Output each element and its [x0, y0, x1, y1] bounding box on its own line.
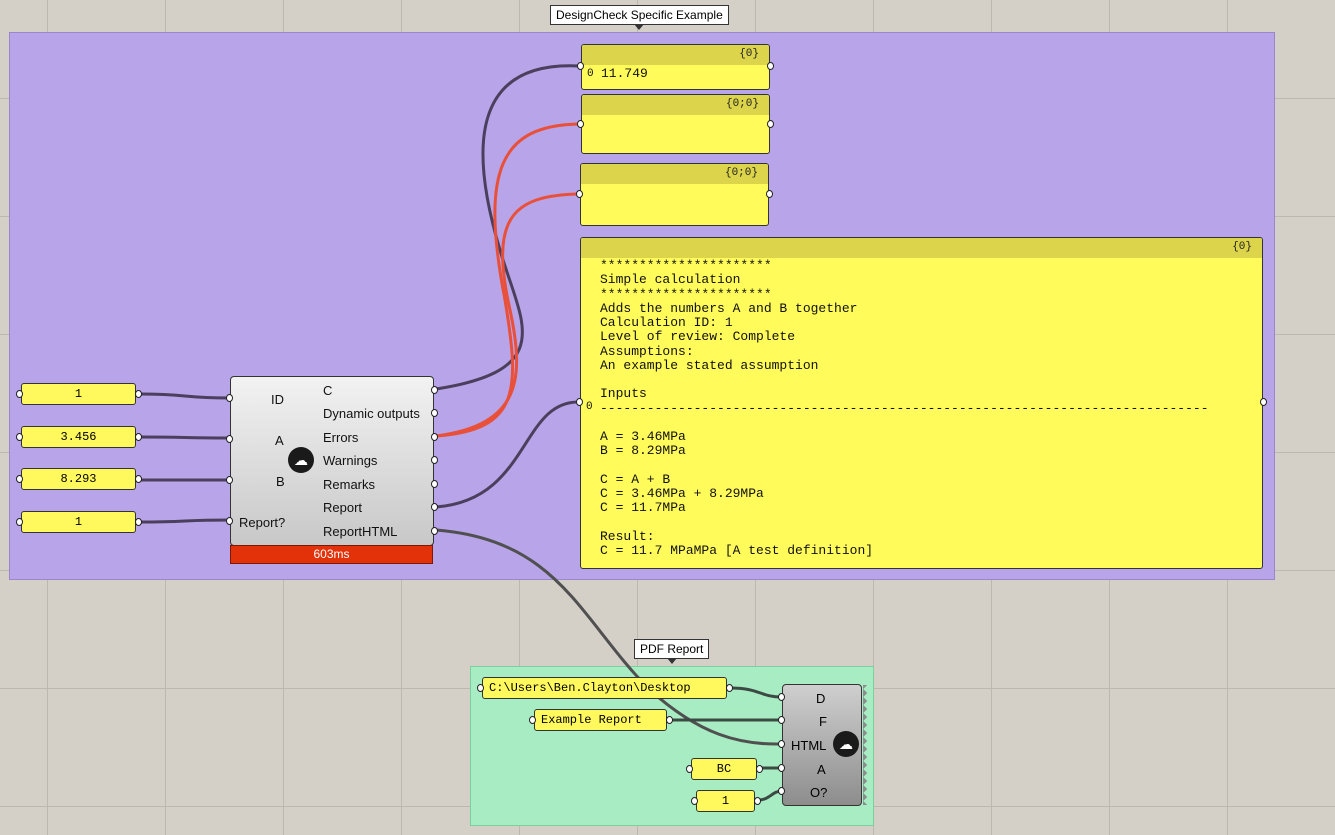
input-filename-grip[interactable] — [529, 716, 536, 724]
pdf-grip-html[interactable] — [778, 740, 785, 748]
wire-errors-2 — [434, 192, 582, 438]
group-title-pdf-report[interactable]: PDF Report — [634, 639, 710, 664]
wire-a — [138, 435, 232, 440]
input-b[interactable]: 8.293 — [21, 468, 136, 490]
panel-errors-input-grip[interactable] — [577, 120, 584, 128]
panel-c-path: {0} — [582, 45, 769, 65]
component-grip-report[interactable] — [226, 517, 233, 525]
panel-report-text: ********************** Simple calculatio… — [600, 258, 1209, 558]
input-author-grip[interactable] — [686, 765, 693, 773]
input-open-output-grip[interactable] — [754, 797, 761, 805]
component-grip-warnings[interactable] — [431, 456, 438, 464]
component-grip-reporthtml[interactable] — [431, 527, 438, 535]
component-input-b: B — [276, 474, 285, 489]
component-grip-a[interactable] — [226, 435, 233, 443]
input-author-output-grip[interactable] — [756, 765, 763, 773]
wire-errors-1 — [434, 122, 582, 438]
panel-errors[interactable]: {0;0} — [581, 94, 770, 154]
panel-warnings-output-grip[interactable] — [766, 190, 773, 198]
component-output-errors: Errors — [323, 430, 359, 445]
panel-errors-path: {0;0} — [582, 95, 769, 115]
wire-id — [138, 392, 232, 400]
panel-errors-output-grip[interactable] — [767, 120, 774, 128]
panel-c-output-grip[interactable] — [767, 62, 774, 70]
component-output-reporthtml: ReportHTML — [323, 524, 398, 539]
input-directory-output-grip[interactable] — [726, 684, 733, 692]
calculation-component[interactable]: ID A B Report? ☁ C Dynamic outputs Error… — [230, 376, 434, 546]
component-grip-report-out[interactable] — [431, 503, 438, 511]
input-id[interactable]: 1 — [21, 383, 136, 405]
component-grip-remarks[interactable] — [431, 480, 438, 488]
panel-warnings-path: {0;0} — [581, 164, 768, 184]
wire-c-output — [434, 64, 582, 391]
wire-reporthtml — [434, 528, 784, 746]
group-title-designcheck[interactable]: DesignCheck Specific Example — [550, 5, 729, 30]
panel-c[interactable]: {0} 0 11.749 — [581, 44, 770, 90]
component-grip-id[interactable] — [226, 394, 233, 402]
panel-c-value: 11.749 — [601, 66, 648, 81]
panel-warnings-input-grip[interactable] — [576, 190, 583, 198]
pdf-input-open: O? — [810, 785, 828, 800]
wire-report-output — [434, 400, 582, 509]
pdf-input-a: A — [817, 762, 826, 777]
component-grip-dynamic[interactable] — [431, 409, 438, 417]
pdf-input-html: HTML — [791, 738, 827, 753]
component-grip-errors[interactable] — [431, 433, 438, 441]
component-output-dynamic: Dynamic outputs — [323, 406, 420, 421]
cloud-icon: ☁ — [833, 731, 859, 757]
input-open-grip[interactable] — [691, 797, 698, 805]
input-report-grip[interactable] — [16, 518, 23, 526]
input-directory[interactable]: C:\Users\Ben.Clayton\Desktop — [482, 677, 727, 699]
pdf-component-zigzag-edge — [859, 685, 867, 805]
input-a[interactable]: 3.456 — [21, 426, 136, 448]
input-author[interactable]: BC — [691, 758, 757, 780]
input-a-grip[interactable] — [16, 433, 23, 441]
pdf-report-component[interactable]: D F HTML A O? ☁ — [782, 684, 867, 806]
input-b-grip[interactable] — [16, 475, 23, 483]
component-grip-c[interactable] — [431, 386, 438, 394]
panel-report[interactable]: {0} 0 ********************** Simple calc… — [580, 237, 1263, 569]
pdf-grip-f[interactable] — [778, 716, 785, 724]
input-open[interactable]: 1 — [696, 790, 755, 812]
panel-c-index: 0 — [587, 68, 594, 80]
input-filename[interactable]: Example Report — [534, 709, 667, 731]
input-report[interactable]: 1 — [21, 511, 136, 533]
component-grip-b[interactable] — [226, 476, 233, 484]
panel-report-output-grip[interactable] — [1260, 398, 1267, 406]
component-input-id: ID — [271, 392, 284, 407]
input-id-output-grip[interactable] — [135, 390, 142, 398]
pdf-grip-open[interactable] — [778, 787, 785, 795]
pdf-grip-d[interactable] — [778, 693, 785, 701]
input-report-output-grip[interactable] — [135, 518, 142, 526]
input-id-grip[interactable] — [16, 390, 23, 398]
panel-c-input-grip[interactable] — [577, 62, 584, 70]
input-filename-output-grip[interactable] — [666, 716, 673, 724]
panel-report-index: 0 — [586, 401, 593, 413]
component-output-warnings: Warnings — [323, 453, 378, 468]
wire-directory — [728, 686, 784, 699]
component-output-c: C — [323, 383, 333, 398]
pdf-input-d: D — [816, 691, 826, 706]
panel-warnings[interactable]: {0;0} — [580, 163, 769, 226]
component-input-report: Report? — [239, 515, 286, 530]
cloud-icon: ☁ — [288, 447, 314, 473]
input-directory-grip[interactable] — [477, 684, 484, 692]
component-output-remarks: Remarks — [323, 477, 376, 492]
component-input-a: A — [275, 433, 284, 448]
pdf-input-f: F — [819, 714, 827, 729]
panel-report-input-grip[interactable] — [576, 398, 583, 406]
pdf-grip-a[interactable] — [778, 764, 785, 772]
input-a-output-grip[interactable] — [135, 433, 142, 441]
wire-report — [138, 518, 232, 524]
input-b-output-grip[interactable] — [135, 475, 142, 483]
component-output-report: Report — [323, 500, 363, 515]
panel-report-path: {0} — [581, 238, 1262, 258]
component-timing-bar: 603ms — [230, 545, 433, 564]
